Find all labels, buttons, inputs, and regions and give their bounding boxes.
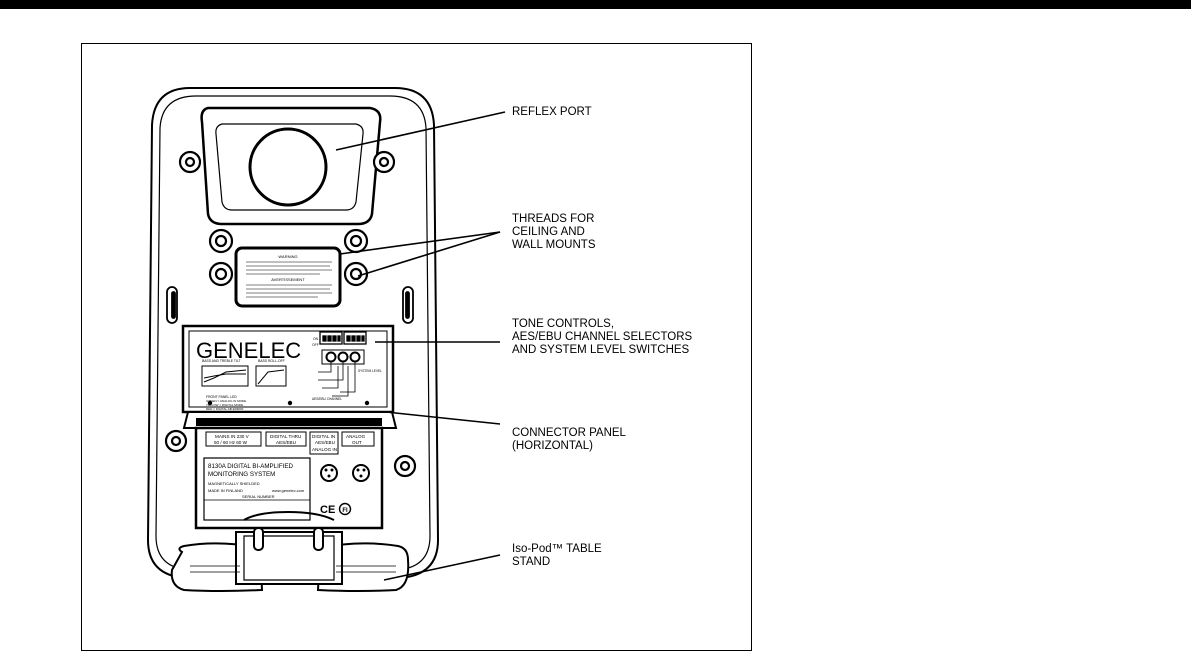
front-panel-led-label: FRONT PANEL LED — [206, 395, 237, 399]
digital-in-sub-label: AES/EBU — [315, 440, 335, 445]
control-panel: GENELEC BASS AND TREBLE TILT BASS ROLL-O… — [181, 324, 395, 414]
mains-label: MAINS IN 230 V — [215, 434, 250, 439]
callout-tone-controls: TONE CONTROLS, AES/EBU CHANNEL SELECTORS… — [512, 318, 693, 356]
bass-roll-off-label: BASS ROLL-OFF — [258, 359, 285, 363]
system-level-label: SYSTEM LEVEL — [358, 369, 382, 373]
level-knobs — [321, 349, 365, 365]
analog-out-sub-label: OUT — [352, 440, 362, 445]
on-label: ON — [313, 337, 319, 341]
svg-text:FI: FI — [342, 508, 348, 514]
digital-thru-sub-label: AES/EBU — [276, 440, 296, 445]
callout-threads: THREADS FOR CEILING AND WALL MOUNTS — [512, 213, 596, 251]
analog-in-label: ANALOG IN — [312, 447, 337, 452]
side-slots — [166, 286, 414, 324]
shielded-label: MAGNETICALLY SHIELDED — [208, 481, 260, 486]
callout-reflex-port: REFLEX PORT — [512, 106, 592, 118]
made-in-label: MADE IN FINLAND — [208, 488, 243, 493]
dip-switch-blocks — [319, 331, 367, 345]
off-label: OFF — [312, 343, 319, 347]
digital-thru-label: DIGITAL THRU — [270, 434, 301, 439]
warning-title-fr: AVERTISSEMENT — [271, 277, 305, 282]
model-label: 8130A DIGITAL BI-AMPLIFIED — [208, 463, 293, 470]
figure-frame — [81, 43, 752, 651]
serial-label: SERIAL NUMBER — [242, 494, 275, 499]
warning-label: WARNING AVERTISSEMENT — [234, 246, 342, 308]
mains-spec-label: 50 / 60 Hz 60 W — [214, 440, 248, 445]
analog-out-label: ANALOG — [346, 434, 366, 439]
connector-labels — [205, 431, 375, 455]
digital-in-label: DIGITAL IN — [312, 434, 335, 439]
ce-mark: CE — [320, 504, 335, 516]
led-yellow-label: YELLOW = DIGITAL MODE — [206, 403, 243, 407]
fi-mark: FI — [338, 502, 352, 516]
web-label: www.genelec.com — [272, 488, 305, 493]
nameplate: 8130A DIGITAL BI-AMPLIFIED MONITORING SY… — [203, 457, 311, 521]
iso-pod-stand — [170, 510, 410, 592]
bass-treble-tilt-label: BASS AND TREBLE TILT — [202, 359, 241, 363]
leader-lines — [335, 111, 506, 581]
aes-channel-label: AES/EBU CHANNEL — [312, 397, 342, 401]
warning-title: WARNING — [278, 254, 297, 259]
model-label-2: MONITORING SYSTEM — [208, 471, 275, 478]
led-red-label: RED = DIGITAL AB ERROR — [206, 407, 244, 411]
top-rule — [0, 0, 1191, 9]
led-green-label: GREEN = ANALOG IN MODE — [206, 399, 246, 403]
callout-connector-panel: CONNECTOR PANEL (HORIZONTAL) — [512, 427, 626, 452]
callout-iso-pod: Iso-Pod™ TABLE STAND — [512, 543, 602, 568]
mounting-threads — [164, 150, 417, 478]
brand-logo: GENELEC — [196, 338, 301, 363]
reflex-port — [200, 106, 382, 226]
